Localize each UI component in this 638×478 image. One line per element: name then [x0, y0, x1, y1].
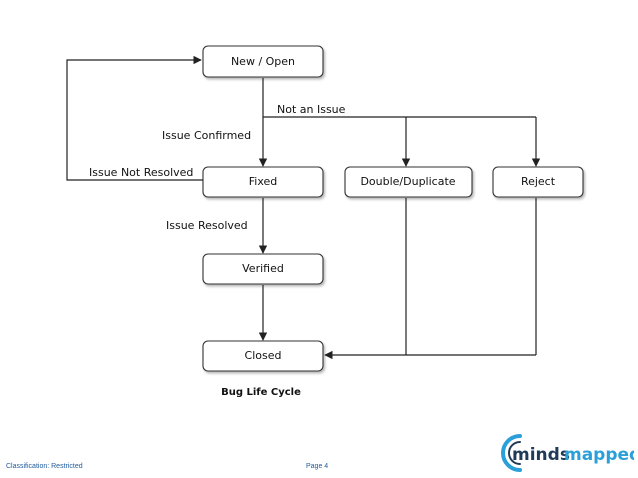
node-reject: Reject: [492, 166, 584, 198]
edge-label-issue-confirmed: Issue Confirmed: [162, 129, 251, 142]
node-fixed-label: Fixed: [249, 175, 278, 188]
mindsmapped-logo: minds mapped: [501, 434, 634, 472]
node-verified: Verified: [202, 253, 324, 285]
logo-inner-arc-icon: [508, 441, 521, 465]
node-double-duplicate: Double/Duplicate: [344, 166, 473, 198]
node-verified-label: Verified: [242, 262, 284, 275]
logo-text-minds: minds: [512, 445, 570, 465]
node-reject-label: Reject: [521, 175, 556, 188]
node-new-open-label: New / Open: [231, 55, 295, 68]
node-new-open: New / Open: [202, 45, 324, 78]
node-closed-label: Closed: [245, 349, 282, 362]
node-double-duplicate-label: Double/Duplicate: [360, 175, 455, 188]
edge-label-not-an-issue: Not an Issue: [277, 103, 346, 116]
node-fixed: Fixed: [202, 166, 324, 198]
edge-label-issue-not-resolved: Issue Not Resolved: [89, 166, 193, 179]
logo-arc-icon: [501, 434, 522, 472]
footer-page-number: Page 4: [306, 463, 329, 470]
diagram-caption: Bug Life Cycle: [221, 387, 301, 398]
footer-classification: Classification: Restricted: [6, 463, 83, 470]
edge-fixed-back-to-new: [66, 55, 203, 181]
logo-text-mapped: mapped: [564, 445, 634, 465]
node-closed: Closed: [202, 340, 324, 372]
edge-label-issue-resolved: Issue Resolved: [166, 219, 248, 232]
